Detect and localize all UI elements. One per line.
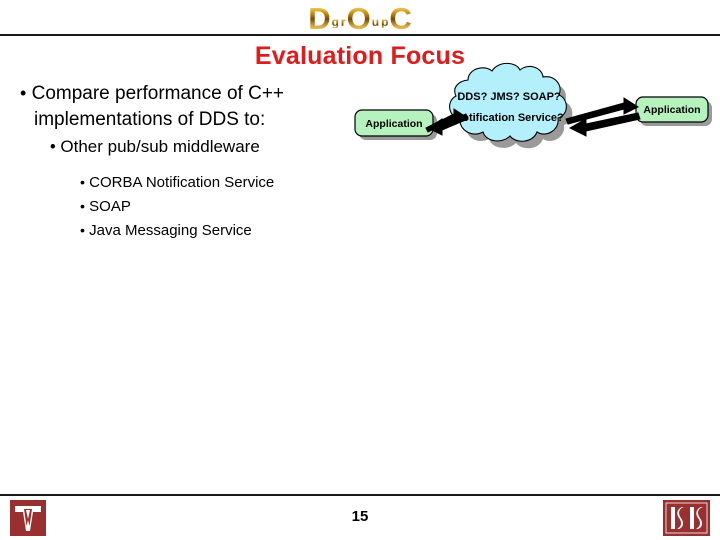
bullet-level2: • Other pub/sub middleware xyxy=(14,134,354,160)
app-box-left: Application xyxy=(354,109,434,137)
architecture-diagram: Application Application xyxy=(348,62,720,167)
isis-logo xyxy=(663,500,710,536)
app-box-right: Application xyxy=(635,96,709,123)
arrow-right-to-cloud xyxy=(568,112,641,137)
bullet-level3-text: SOAP xyxy=(89,198,131,215)
arrow-cloud-to-right xyxy=(565,97,640,125)
bullet-level2-text: Other pub/sub middleware xyxy=(60,137,260,156)
bullet-list: • Compare performance of C++ implementat… xyxy=(14,80,354,243)
arrow-cloud-to-left xyxy=(426,113,469,136)
logo-letter-g: g xyxy=(331,15,339,29)
app-box-left-label: Application xyxy=(365,118,422,130)
app-box-right-label: Application xyxy=(643,104,700,116)
bullet-level3-item: • CORBA Notification Service xyxy=(14,171,354,195)
bullet-level1-continuation: implementations of DDS to: xyxy=(34,109,266,130)
header-divider xyxy=(0,34,720,36)
bullet-level3-text: CORBA Notification Service xyxy=(89,174,275,191)
logo-letter-u: u xyxy=(371,15,380,29)
logo-letter-c: C xyxy=(389,0,412,36)
bullet-level3-item: • SOAP xyxy=(14,195,354,219)
bullet-marker: • xyxy=(50,138,56,156)
bullet-marker: • xyxy=(80,199,85,215)
page-number: 15 xyxy=(351,508,369,525)
bullet-marker: • xyxy=(20,83,27,103)
logo-letter-p: p xyxy=(381,15,389,29)
page-title: Evaluation Focus xyxy=(254,42,466,70)
footer-divider xyxy=(0,494,720,496)
vanderbilt-logo xyxy=(10,500,46,536)
bullet-marker: • xyxy=(80,223,85,239)
bullet-level3-list: • CORBA Notification Service • SOAP • Ja… xyxy=(14,171,354,243)
bullet-level1: • Compare performance of C++ xyxy=(20,80,354,107)
logo-letter-r: r xyxy=(340,15,346,29)
logo-letter-o: O xyxy=(346,0,371,36)
bullet-level1-text: Compare performance of C++ xyxy=(31,83,285,104)
bullet-level3-text: Java Messaging Service xyxy=(89,222,252,239)
cloud-label-line1: DDS? JMS? SOAP? xyxy=(457,91,561,103)
logo-letter-d: D xyxy=(308,0,331,36)
bullet-level3-item: • Java Messaging Service xyxy=(14,219,354,243)
bullet-marker: • xyxy=(80,175,85,191)
cloud-label-line2: Notification Service? xyxy=(454,112,564,124)
doc-group-logo: D g r O u p C xyxy=(295,0,425,36)
